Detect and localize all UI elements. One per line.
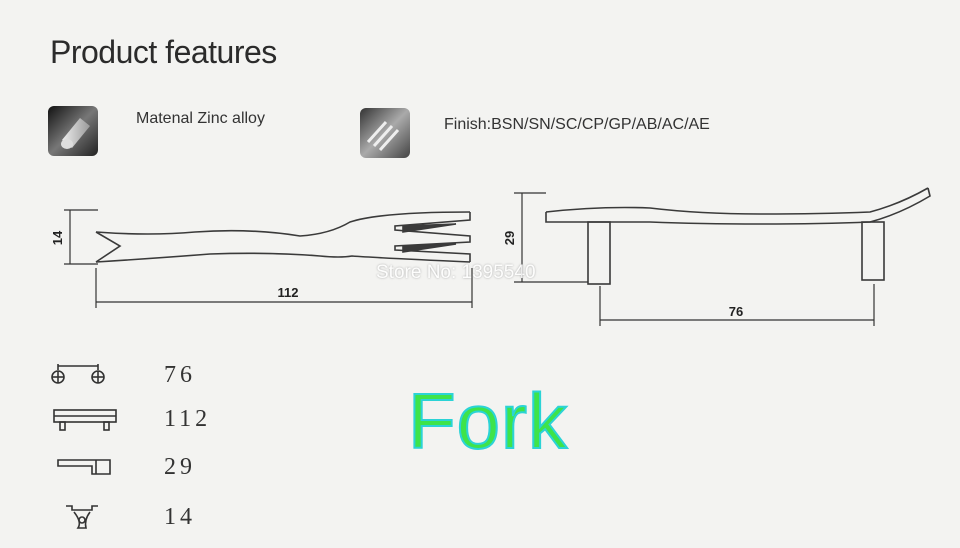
hole-spacing-icon [51, 364, 105, 384]
spec-row-overall-length: 112 [48, 404, 207, 434]
spec-value: 112 [164, 405, 212, 432]
fork-height-dimension: 14 [50, 230, 65, 245]
hole-spacing-dimension: 76 [729, 304, 743, 319]
spec-row-hole-spacing: 76 [48, 360, 192, 390]
product-label: Fork [407, 376, 568, 466]
spec-value: 29 [164, 453, 196, 480]
height-icon [57, 459, 111, 475]
page-title: Product features [50, 34, 277, 70]
width-icon [66, 505, 98, 529]
material-label: Matenal Zinc alloy [136, 110, 265, 127]
spec-value: 14 [164, 503, 196, 530]
spec-row-height: 29 [48, 452, 192, 482]
fork-front-view [95, 211, 471, 263]
metal-swatch-icon [48, 106, 98, 156]
finish-swatch-icon [360, 108, 410, 158]
overall-length-icon [53, 409, 117, 431]
spec-row-width: 14 [48, 502, 192, 532]
spec-value: 76 [164, 361, 196, 388]
finish-label: Finish:BSN/SN/SC/CP/GP/AB/AC/AE [444, 116, 710, 133]
store-watermark: Store No: 1395540 [376, 262, 536, 283]
fork-length-dimension: 112 [278, 285, 299, 300]
side-height-dimension: 29 [502, 231, 517, 245]
fork-side-view [545, 187, 931, 285]
